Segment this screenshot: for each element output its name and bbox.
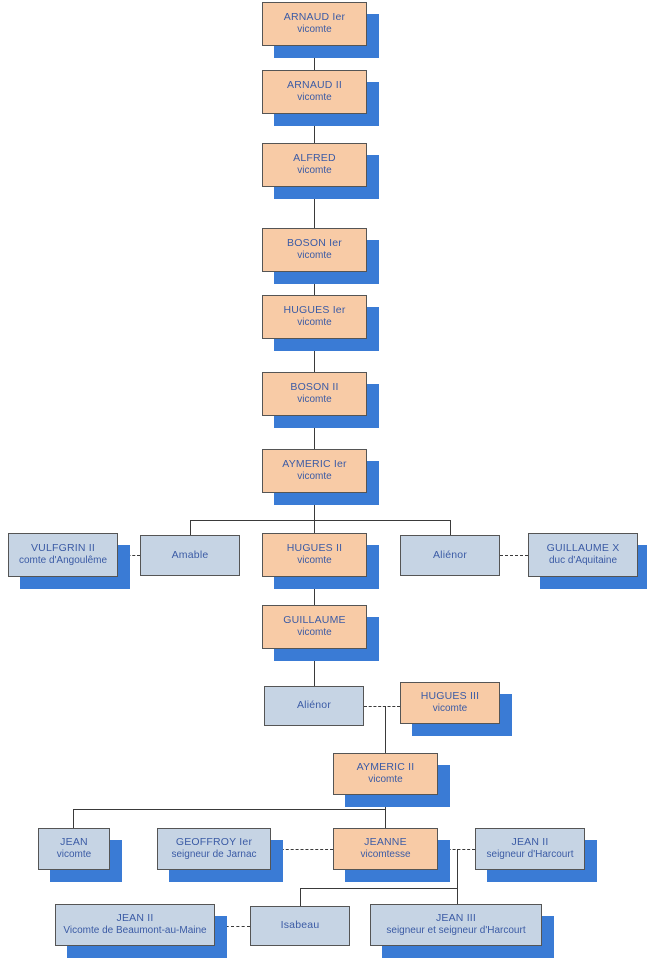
node-title: Aliénor — [432, 548, 468, 561]
node-title: VULFGRIN II — [30, 542, 96, 555]
node-subtitle: seigneur d'Harcourt — [486, 849, 574, 861]
node-subtitle: vicomte — [297, 165, 332, 177]
connector-jeanne-down — [457, 849, 458, 888]
node-title: AYMERIC II — [356, 761, 415, 774]
connector-marriage-to-aymeric2 — [385, 706, 386, 753]
marriage-link-jeanne-jean2harc — [438, 849, 475, 850]
node-alienor2[interactable]: Aliénor — [264, 686, 364, 726]
node-title: GEOFFROY Ier — [175, 836, 253, 849]
node-subtitle: vicomte — [297, 92, 332, 104]
node-isabeau[interactable]: Isabeau — [250, 906, 350, 946]
node-subtitle: seigneur et seigneur d'Harcourt — [386, 925, 526, 937]
node-subtitle: seigneur de Jarnac — [171, 849, 257, 861]
node-title: BOSON Ier — [287, 237, 342, 250]
connector-aymeric1-down — [314, 493, 315, 521]
node-title: BOSON II — [290, 381, 339, 394]
connector-bus-hugues2 — [314, 520, 315, 533]
connector-bus-jean — [73, 809, 74, 828]
node-title: Isabeau — [280, 919, 320, 932]
node-title: JEANNE — [364, 836, 407, 849]
marriage-link-geoffroy1-jeanne — [271, 849, 333, 850]
connector-hugues2-guillaume — [314, 577, 315, 605]
node-subtitle: vicomte — [56, 849, 92, 861]
node-title: Aliénor — [296, 699, 332, 712]
node-title: JEAN II — [511, 836, 549, 849]
node-subtitle: vicomte — [297, 250, 332, 262]
node-title: JEAN II — [116, 912, 154, 925]
node-title: GUILLAUME — [283, 614, 346, 627]
node-subtitle: Vicomte de Beaumont-au-Maine — [63, 925, 207, 937]
sibling-bus-jeanne — [300, 888, 458, 889]
connector-arnaud2-alfred — [314, 114, 315, 143]
node-subtitle: vicomte — [297, 471, 332, 483]
sibling-bus-aymeric1 — [190, 520, 451, 521]
node-subtitle: vicomte — [297, 317, 332, 329]
node-subtitle: duc d'Aquitaine — [548, 555, 618, 567]
node-subtitle: vicomte — [297, 627, 332, 639]
node-subtitle: comte d'Angoulême — [18, 555, 108, 567]
connector-hugues1-boson2 — [314, 339, 315, 372]
node-subtitle: vicomtesse — [360, 849, 411, 861]
connector-arnaud1-arnaud2 — [314, 46, 315, 70]
node-title: Amable — [171, 548, 209, 561]
node-subtitle: vicomte — [297, 24, 332, 36]
connector-bus-amable — [190, 520, 191, 535]
node-title: HUGUES II — [286, 542, 343, 555]
connector-bus-isabeau — [300, 888, 301, 906]
sibling-bus-aymeric2 — [73, 809, 386, 810]
node-subtitle: vicomte — [297, 394, 332, 406]
node-title: GUILLAUME X — [546, 542, 620, 555]
node-title: ALFRED — [293, 152, 336, 165]
connector-bus-jean3 — [457, 888, 458, 904]
node-title: ARNAUD Ier — [283, 11, 346, 24]
connector-boson2-aymeric1 — [314, 416, 315, 449]
node-title: JEAN — [60, 836, 88, 849]
node-title: AYMERIC Ier — [282, 458, 347, 471]
connector-alfred-boson1 — [314, 187, 315, 228]
node-title: HUGUES Ier — [283, 304, 346, 317]
node-title: HUGUES III — [420, 690, 480, 703]
connector-guillaume-alienor2 — [314, 649, 315, 686]
connector-bus-jeanne — [385, 809, 386, 828]
marriage-link-jean2beau-isabeau — [215, 926, 250, 927]
node-title: ARNAUD II — [287, 79, 342, 92]
node-amable[interactable]: Amable — [140, 535, 240, 576]
node-alienor1[interactable]: Aliénor — [400, 535, 500, 576]
marriage-link-alienor1-guillaume10 — [500, 555, 528, 556]
marriage-link-alienor2-hugues3 — [364, 706, 400, 707]
node-subtitle: vicomte — [297, 555, 332, 567]
node-subtitle: vicomte — [368, 774, 403, 786]
node-title: JEAN III — [435, 912, 477, 925]
connector-bus-alienor1 — [450, 520, 451, 535]
node-subtitle: vicomte — [432, 703, 468, 715]
